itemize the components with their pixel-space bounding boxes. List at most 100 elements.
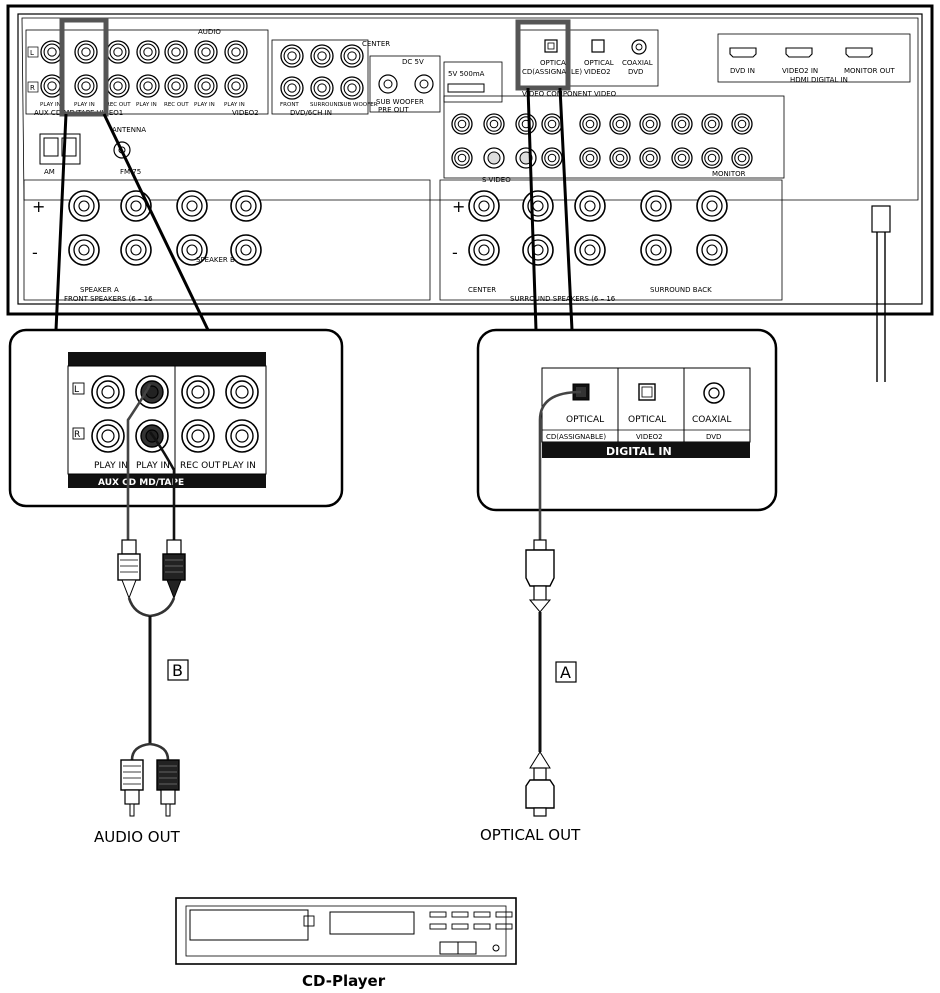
highlight-audio-jacks <box>59 17 109 117</box>
video-jack-top <box>639 113 661 135</box>
video-jack-top <box>451 113 473 135</box>
digital-jack-optical-1: OPTICAL <box>540 59 570 67</box>
rca-jack-bottom <box>164 74 188 98</box>
zoom-sub-cd: CD(ASSIGNABLE) <box>546 433 606 441</box>
video-jack-top <box>541 113 563 135</box>
zoom-rca-jack <box>225 419 259 453</box>
cd-player-device: CD-Player <box>175 897 517 990</box>
speaker-post <box>68 234 100 266</box>
antenna-label: ANTENNA <box>112 126 146 134</box>
speaker-post <box>230 234 262 266</box>
zoom-label-play-in-2: PLAY IN <box>136 461 170 471</box>
speaker-post <box>176 234 208 266</box>
video-jack-bottom <box>639 147 661 169</box>
rca-jack-top <box>136 40 160 64</box>
svideo-label: S-VIDEO <box>482 176 511 184</box>
zoom-jack-coaxial: COAXIAL <box>692 415 731 425</box>
monitor-label: MONITOR <box>712 170 746 178</box>
video-jack-bottom <box>579 147 601 169</box>
cd-button <box>495 923 513 930</box>
zoom-jack-optical-1: OPTICAL <box>566 415 604 425</box>
optical-out-label: OPTICAL OUT <box>480 826 581 844</box>
zoom-left-panel: L R PLAY IN PLAY IN REC OUT PLAY IN AUX … <box>8 328 344 508</box>
rca-jack-bottom <box>74 74 98 98</box>
video-jack-bottom <box>701 147 723 169</box>
speaker-post <box>640 190 672 222</box>
rca-jack-label: PLAY IN <box>224 102 245 108</box>
component-video-label: VIDEO COMPONENT VIDEO <box>522 90 617 98</box>
video-section: VIDEO COMPONENT VIDEO S-VIDEO MONITOR <box>443 90 785 184</box>
front-speakers-label: FRONT SPEAKERS (6 – 16 <box>64 295 153 303</box>
rca-jack-top <box>194 40 218 64</box>
zoom-rca-jack <box>91 375 125 409</box>
speaker-post <box>522 234 554 266</box>
rca-plug-red-bottom <box>156 759 180 817</box>
speaker-post <box>176 190 208 222</box>
video-jack-top <box>515 113 537 135</box>
usb-label: 5V 500mA <box>448 70 485 78</box>
rca-jack-top <box>280 44 304 68</box>
speaker-post <box>522 190 554 222</box>
power-cord <box>871 205 891 382</box>
rca-jack-top <box>164 40 188 64</box>
hdmi-group-label: HDMI DIGITAL IN <box>790 76 848 84</box>
video-jacks <box>451 113 753 169</box>
center-speaker-label: CENTER <box>468 286 496 294</box>
surround-speakers-label: SURROUND SPEAKERS (6 – 16 <box>510 295 616 303</box>
cd-button <box>451 923 469 930</box>
rca-jack-label: FRONT <box>280 102 299 108</box>
video-jack-bottom <box>609 147 631 169</box>
digital-sub-cd: CD(ASSIGNABLE) <box>522 68 582 76</box>
video-jack-top <box>609 113 631 135</box>
group-label-dvd6ch: DVD/6CH IN <box>290 109 332 117</box>
cd-button <box>451 911 469 918</box>
preout-label: PRE OUT <box>378 106 409 114</box>
rca-jack-label: SURROUND <box>310 102 342 108</box>
speaker-post <box>696 234 728 266</box>
zoom-l-label: L <box>74 385 79 395</box>
zoom-sub-dvd: DVD <box>706 433 721 441</box>
speaker-post <box>230 190 262 222</box>
highlight-optical-jack <box>515 19 571 91</box>
audio-header: AUDIO <box>198 28 221 36</box>
rca-jack-top <box>224 40 248 64</box>
rca-jack-label: REC OUT <box>106 102 131 108</box>
zoom-rca-jack <box>91 419 125 453</box>
rca-jack-top <box>340 44 364 68</box>
zoom-label-play-in-3: PLAY IN <box>222 461 256 471</box>
dc-label: DC 5V <box>402 58 424 66</box>
video-jack-top <box>731 113 753 135</box>
digital-jack-optical-2: OPTICAL <box>584 59 614 67</box>
rca-jack-bottom <box>106 74 130 98</box>
rca-plug-white-bottom <box>120 759 144 817</box>
zoom-rca-jack <box>181 419 215 453</box>
speaker-a-label: SPEAKER A <box>80 286 119 294</box>
surround-plus-label: + <box>452 197 465 216</box>
channel-l-label: L <box>30 49 34 57</box>
speaker-post <box>68 190 100 222</box>
rca-jack-label: PLAY IN <box>74 102 95 108</box>
speaker-post <box>574 190 606 222</box>
zoom-r-label: R <box>74 430 80 440</box>
speaker-post <box>120 190 152 222</box>
speaker-post <box>120 234 152 266</box>
hdmi-section: DVD IN VIDEO2 IN MONITOR OUT HDMI DIGITA… <box>717 33 911 84</box>
zoom-rca-jack <box>181 375 215 409</box>
digital-in-panel: OPTICAL OPTICAL COAXIAL CD(ASSIGNABLE) V… <box>517 29 659 87</box>
zoom-left-bottom-label: AUX CD MD/TAPE <box>98 478 184 488</box>
cd-button <box>473 923 491 930</box>
audio-out-label: AUDIO OUT <box>94 828 181 846</box>
rca-jack-top <box>310 44 334 68</box>
cable-a-label: A <box>560 663 571 682</box>
surround-back-label: SURROUND BACK <box>650 286 712 294</box>
video-jack-bottom <box>671 147 693 169</box>
rca-jack-bottom <box>136 74 160 98</box>
surround-speaker-terminals: + - CENTER SURROUND BACK SURROUND SPEAKE… <box>452 190 728 303</box>
rca-plug-red-top <box>162 539 186 600</box>
zoom-right-bottom-label: DIGITAL IN <box>606 445 672 458</box>
digital-sub-video2: VIDEO2 <box>584 68 611 76</box>
speaker-post <box>468 234 500 266</box>
preout-section: SUB WOOFER PRE OUT DC 5V 5V 500mA <box>369 55 503 114</box>
